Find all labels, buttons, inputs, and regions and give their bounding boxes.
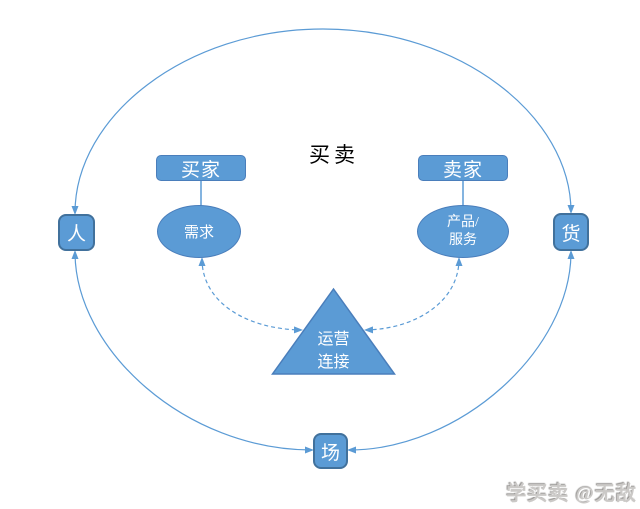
demand-operations-dashed-connector bbox=[198, 257, 303, 334]
buyer-label-box: 买家 bbox=[156, 155, 246, 181]
diagram-title: 买卖 bbox=[309, 143, 359, 167]
goods-node-box: 货 bbox=[553, 213, 589, 251]
watermark: 学买卖 @无敌 bbox=[506, 483, 637, 505]
place-node-box: 场 bbox=[313, 433, 348, 469]
goods-place-arc-connector bbox=[347, 250, 575, 454]
seller-label-box: 卖家 bbox=[418, 155, 508, 181]
operations-triangle bbox=[271, 287, 396, 375]
demand-ellipse: 需求 bbox=[157, 205, 241, 258]
product-operations-dashed-connector bbox=[364, 257, 463, 334]
operations-triangle-label: 运营 连接 bbox=[317, 331, 350, 371]
person-place-arc-connector bbox=[71, 250, 314, 454]
product-service-ellipse: 产品/ 服务 bbox=[417, 205, 509, 258]
person-goods-top-arc-connector bbox=[71, 28, 575, 215]
person-node-box: 人 bbox=[58, 214, 95, 251]
